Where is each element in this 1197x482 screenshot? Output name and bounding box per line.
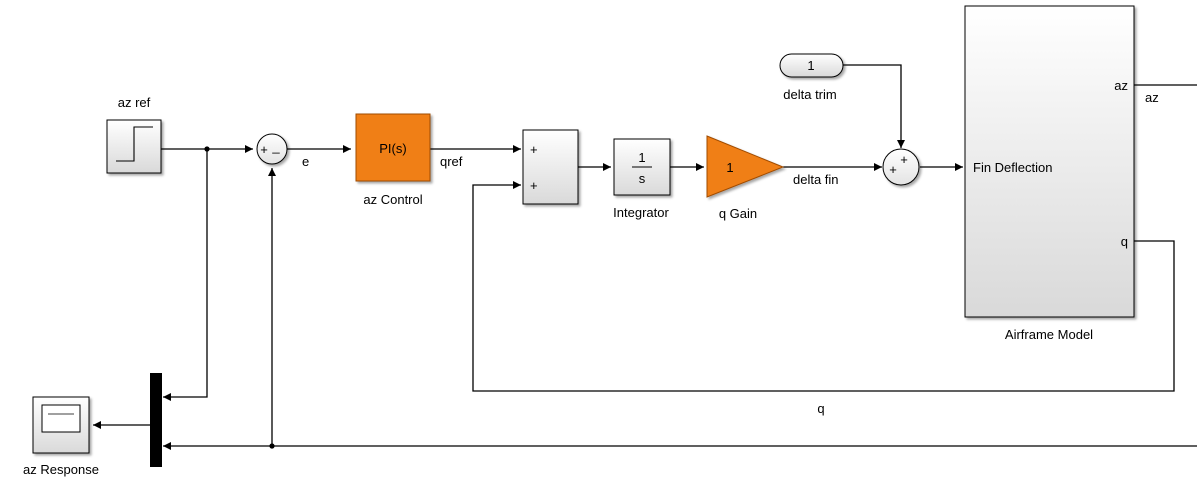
sum-block-error[interactable]	[256, 133, 288, 165]
signal-label-delta-fin: delta fin	[793, 172, 839, 187]
integrator-block[interactable]	[613, 138, 671, 196]
airframe-label: Airframe Model	[1005, 327, 1093, 342]
constant-value: 1	[807, 58, 814, 73]
sum-sign-plus: +	[889, 162, 897, 177]
junction-dot	[204, 146, 210, 152]
scope-label: az Response	[23, 462, 99, 477]
pi-controller-label: az Control	[363, 192, 422, 207]
step-block[interactable]	[106, 119, 162, 174]
junction-dot	[269, 443, 275, 449]
sum-sign-minus: _	[271, 139, 280, 154]
integrator-label: Integrator	[613, 205, 669, 220]
constant-block[interactable]	[779, 53, 844, 78]
sum-block-fin[interactable]	[882, 148, 920, 186]
signal-label-qref: qref	[440, 154, 463, 169]
wire-delta-trim	[843, 64, 905, 148]
constant-label: delta trim	[783, 87, 836, 102]
airframe-output-q: q	[1121, 234, 1128, 249]
gain-label: q Gain	[719, 206, 757, 221]
signal-lines	[93, 64, 1197, 450]
signal-label-az: az	[1145, 90, 1159, 105]
step-label: az ref	[118, 95, 151, 110]
integrator-numerator: 1	[638, 150, 645, 165]
sum-sign-plus: +	[260, 142, 268, 157]
mux-block[interactable]	[150, 373, 162, 467]
airframe-input-port: Fin Deflection	[973, 160, 1052, 175]
pi-controller-block[interactable]	[355, 113, 431, 182]
sum-sign-plus: +	[900, 152, 908, 167]
signal-label-q: q	[817, 401, 824, 416]
signal-label-e: e	[302, 154, 309, 169]
sum-sign-plus: +	[530, 178, 538, 193]
gain-block[interactable]	[706, 135, 785, 198]
sum-sign-plus: +	[530, 142, 538, 157]
scope-block[interactable]	[32, 396, 90, 454]
sum-block-rate[interactable]	[522, 129, 579, 205]
pi-controller-text: PI(s)	[379, 141, 406, 156]
wire-q-feedback	[472, 181, 1175, 392]
airframe-model-block[interactable]	[964, 5, 1135, 318]
integrator-denominator: s	[639, 171, 646, 186]
wire-azref-to-mux	[163, 149, 208, 401]
gain-value: 1	[726, 160, 733, 175]
airframe-output-az: az	[1114, 78, 1128, 93]
